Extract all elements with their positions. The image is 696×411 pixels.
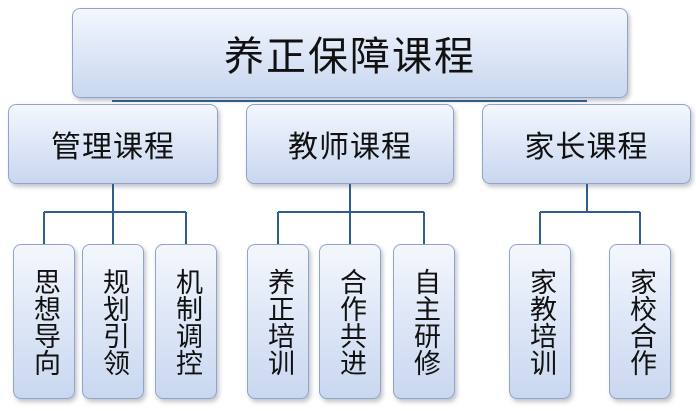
leaf-node-self-study: 自主研修 [393, 244, 455, 399]
leaf-node-label: 合作共进 [335, 267, 366, 376]
leaf-node-planning-leadership: 规划引领 [82, 244, 144, 399]
category-node-teacher: 教师课程 [246, 104, 454, 184]
leaf-node-label: 规划引领 [98, 267, 129, 376]
leaf-node-label: 家教培训 [525, 267, 556, 376]
leaf-node-label: 自主研修 [409, 267, 440, 376]
category-node-label: 管理课程 [51, 130, 175, 165]
category-node-label: 教师课程 [288, 130, 412, 165]
category-node-label: 家长课程 [524, 130, 649, 165]
leaf-node-label: 机制调控 [171, 267, 202, 376]
leaf-node-cooperative-progress: 合作共进 [319, 244, 381, 399]
leaf-node-label: 养正培训 [263, 267, 294, 376]
leaf-node-cultivation-training: 养正培训 [247, 244, 309, 399]
leaf-node-mechanism-regulation: 机制调控 [155, 244, 217, 399]
leaf-node-label: 思想导向 [29, 267, 60, 376]
root-node: 养正保障课程 [72, 8, 628, 98]
root-node-label: 养正保障课程 [224, 34, 476, 80]
leaf-node-ideology-guidance: 思想导向 [13, 244, 75, 399]
category-node-management: 管理课程 [8, 104, 218, 184]
category-node-parent: 家长课程 [482, 104, 691, 184]
leaf-node-home-school-cooperation: 家校合作 [609, 244, 671, 399]
leaf-node-label: 家校合作 [625, 267, 656, 376]
leaf-node-parenting-training: 家教培训 [509, 244, 571, 399]
